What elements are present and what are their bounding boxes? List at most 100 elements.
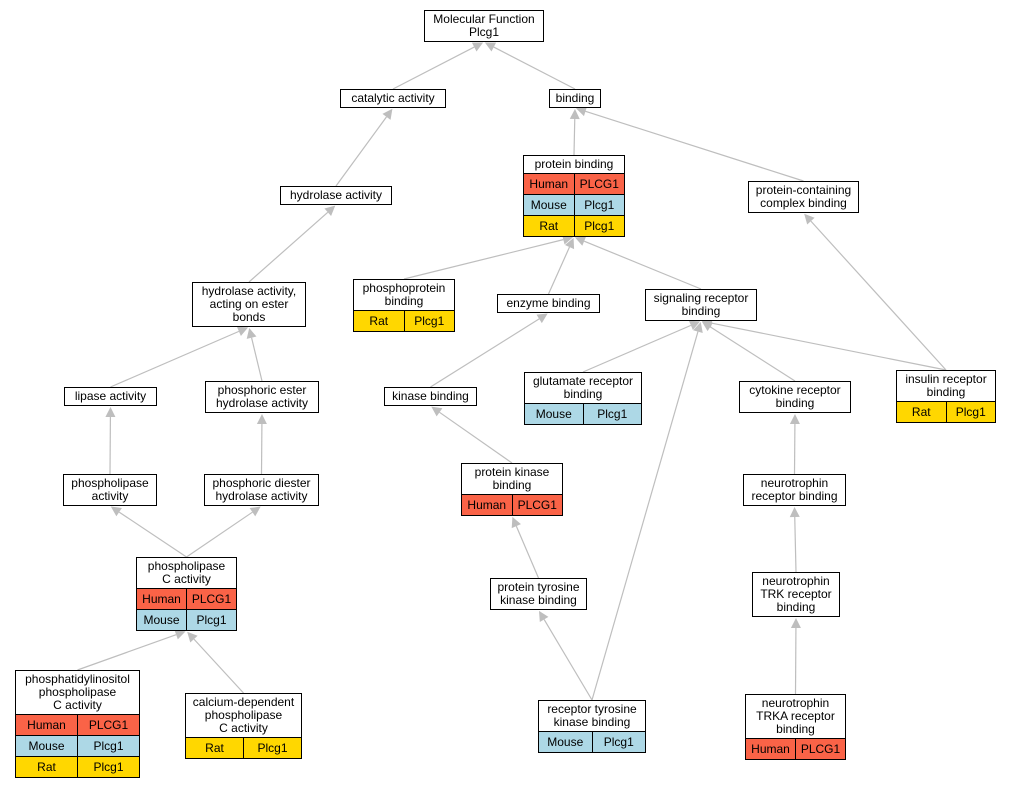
gene-symbol: Plcg1 <box>573 195 625 215</box>
edge-rtkb-to-srb <box>591 331 699 701</box>
node-label-line: receptor binding <box>751 489 838 503</box>
edge-lip-to-hae <box>110 330 240 388</box>
node-label-line: TRK receptor <box>760 587 832 601</box>
catalytic-activity-node[interactable]: catalytic activity <box>340 89 446 108</box>
gene-symbol: Plcg1 <box>403 311 455 331</box>
node-label-line: C activity <box>219 721 268 735</box>
node-label-line: calcium-dependent <box>192 695 295 709</box>
edge-arrowhead <box>174 629 186 640</box>
edge-arrowhead <box>574 236 587 246</box>
node-label-line: protein tyrosine <box>497 580 580 594</box>
binding-node[interactable]: binding <box>549 89 601 108</box>
kinase-binding-node[interactable]: kinase binding <box>384 387 477 406</box>
species-label: Mouse <box>535 407 572 421</box>
node-label-line: phospholipase <box>147 559 226 573</box>
node-label-line: C activity <box>162 572 211 586</box>
species-label: Mouse <box>547 735 584 749</box>
edge-arrowhead <box>536 313 548 324</box>
species-label: Mouse <box>28 739 65 753</box>
node-label-line: protein-containing <box>755 183 852 197</box>
edge-ppb-to-pb <box>403 239 564 280</box>
node-label-line: binding <box>563 387 603 401</box>
node-label-line: kinase binding <box>553 715 631 729</box>
edge-eb-to-pb <box>547 246 571 295</box>
node-label-line: signaling receptor <box>653 291 749 305</box>
node-label-line: TRKA receptor <box>756 709 835 723</box>
edge-pb-to-bind <box>573 118 576 156</box>
edge-pkb-to-kb <box>439 411 513 464</box>
edge-arrowhead <box>693 321 703 333</box>
node-label-line: enzyme binding <box>506 296 591 310</box>
edge-arrowhead <box>539 610 549 623</box>
node-label-line: bonds <box>232 310 266 324</box>
hydrolase-activity-node[interactable]: hydrolase activity <box>280 186 392 205</box>
edge-pi-to-plc <box>77 634 177 671</box>
edge-hae-to-hyd <box>248 211 329 283</box>
node-label-line: binding <box>681 304 721 318</box>
node-label-line: phospholipase <box>38 685 117 699</box>
node-label-line: hydrolase activity <box>215 489 308 503</box>
gene-symbol: PLCG1 <box>77 715 139 735</box>
lipase-activity-node[interactable]: lipase activity <box>64 387 157 406</box>
node-label-line: binding <box>384 294 424 308</box>
node-label-line: phosphoric diester <box>212 476 311 490</box>
edge-plc-to-pdh <box>186 511 253 558</box>
edge-arrowhead <box>324 205 336 217</box>
edge-ptkb-to-pkb <box>515 525 540 579</box>
node-label-line: C activity <box>53 698 102 712</box>
edge-irb-to-srb <box>711 322 947 371</box>
node-label-line: hydrolase activity <box>215 396 309 410</box>
node-label-line: binding <box>776 722 815 736</box>
species-label: Human <box>142 592 181 606</box>
edge-ntrk-to-ntrb <box>794 516 797 573</box>
node-label-line: phosphoprotein <box>362 281 446 295</box>
node-label-line: neurotrophin <box>760 476 829 490</box>
edge-peh-to-hae <box>250 337 263 382</box>
enzyme-binding-node[interactable]: enzyme binding <box>497 294 600 313</box>
species-label: Rat <box>911 405 931 419</box>
node-title: enzyme binding <box>498 295 599 312</box>
edge-pccb-to-bind <box>585 110 804 182</box>
node-label-line: cytokine receptor <box>749 383 841 397</box>
node-label-line: protein kinase <box>474 465 550 479</box>
node-title: lipase activity <box>65 388 156 405</box>
gene-symbol: PLCG1 <box>573 174 625 194</box>
